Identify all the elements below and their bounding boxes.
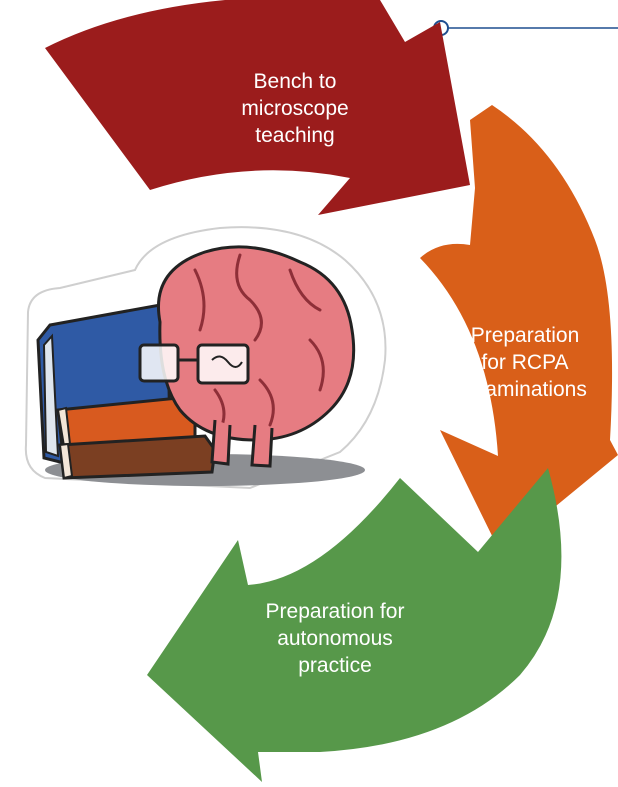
step-label-3: Preparation for autonomous practice xyxy=(265,600,405,677)
step-label-2: Preparation for RCPA examinations xyxy=(463,324,587,401)
step-label-1: Bench to microscope teaching xyxy=(241,70,349,147)
brain-with-glasses-and-books-icon xyxy=(24,226,387,490)
step-arrow-2 xyxy=(420,105,618,552)
step-arrow-1 xyxy=(45,0,470,215)
step-arrow-3 xyxy=(147,468,562,782)
